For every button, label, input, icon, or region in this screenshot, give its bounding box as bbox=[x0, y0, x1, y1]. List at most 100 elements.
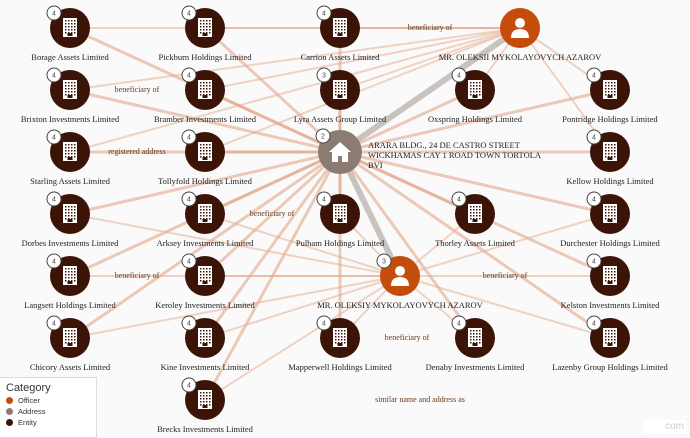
building-icon bbox=[63, 18, 77, 37]
count-badge bbox=[181, 315, 197, 331]
edge-label: beneficiary of bbox=[115, 271, 160, 280]
building-icon bbox=[198, 328, 212, 347]
count-badge-text: 4 bbox=[592, 259, 596, 266]
entity-label[interactable]: Lazenby Group Holdings Limited bbox=[552, 362, 668, 372]
entity-label[interactable]: Bramber Investments Limited bbox=[154, 114, 257, 124]
edge-officer-entity bbox=[399, 213, 611, 277]
edge-officer-entity bbox=[399, 275, 611, 339]
building-icon bbox=[198, 18, 212, 37]
count-badge-text: 4 bbox=[52, 197, 56, 204]
edge-address-entity bbox=[339, 150, 611, 216]
officer-label[interactable]: MR. OLEKSII MYKOLAYOVYCH AZAROV bbox=[439, 52, 602, 62]
count-badge bbox=[315, 128, 331, 144]
edge-officer-address bbox=[338, 25, 522, 155]
count-badge bbox=[181, 67, 197, 83]
count-badge-text: 4 bbox=[457, 321, 461, 328]
edge-address-entity bbox=[203, 150, 342, 278]
legend-label: Address bbox=[18, 407, 46, 416]
entity-label[interactable]: Carrion Assets Limited bbox=[301, 52, 381, 62]
legend-label: Entity bbox=[18, 418, 37, 427]
building-icon bbox=[198, 80, 212, 99]
edge-address-entity bbox=[338, 151, 477, 339]
building-icon bbox=[63, 204, 77, 223]
edge-officer-address bbox=[337, 150, 403, 278]
category-legend: Category Officer Address Entity bbox=[0, 377, 97, 438]
entity-label[interactable]: Pontridge Holdings Limited bbox=[562, 114, 658, 124]
entity-label[interactable]: Arksey Investments Limited bbox=[157, 238, 255, 248]
entity-label[interactable]: Denaby Investments Limited bbox=[426, 362, 525, 372]
count-badge-text: 2 bbox=[321, 134, 325, 141]
count-badge-text: 4 bbox=[457, 73, 461, 80]
count-badge-text: 4 bbox=[457, 197, 461, 204]
entity-label[interactable]: Borage Assets Limited bbox=[31, 52, 109, 62]
building-icon bbox=[198, 142, 212, 161]
officer-label[interactable]: MR. OLEKSIY MYKOLAYOVYCH AZAROV bbox=[317, 300, 483, 310]
count-badge-text: 4 bbox=[187, 259, 191, 266]
entity-label[interactable]: Pickburn Holdings Limited bbox=[158, 52, 252, 62]
entity-label[interactable]: Kellow Holdings Limited bbox=[566, 176, 654, 186]
count-badge-text: 4 bbox=[52, 73, 56, 80]
count-badge-text: 4 bbox=[592, 135, 596, 142]
count-badge-text: 4 bbox=[52, 321, 56, 328]
edge-label: beneficiary of bbox=[250, 209, 295, 218]
entity-label[interactable]: Oxspring Holdings Limited bbox=[428, 114, 523, 124]
entity-label[interactable]: Thorley Assets Limited bbox=[435, 238, 516, 248]
count-badge-text: 3 bbox=[382, 259, 386, 266]
building-icon bbox=[468, 204, 482, 223]
count-badge bbox=[451, 191, 467, 207]
count-badge bbox=[451, 315, 467, 331]
edge-address-entity bbox=[339, 150, 611, 340]
count-badge-text: 4 bbox=[592, 73, 596, 80]
count-badge-text: 4 bbox=[187, 135, 191, 142]
entity-label[interactable]: Dorbes Investments Limited bbox=[22, 238, 120, 248]
entity-label[interactable]: Starling Assets Limited bbox=[30, 176, 111, 186]
building-icon bbox=[63, 142, 77, 161]
entity-label[interactable]: Brixton Investments Limited bbox=[21, 114, 120, 124]
entity-label[interactable]: Kelston Investments Limited bbox=[561, 300, 660, 310]
building-icon bbox=[63, 328, 77, 347]
edge-address-entity bbox=[339, 88, 611, 154]
edge-officer-entity bbox=[69, 27, 521, 91]
edge-address-entity bbox=[69, 150, 341, 340]
entity-swatch bbox=[6, 419, 13, 426]
address-label[interactable]: WICKHAMAS CAY 1 ROAD TOWN TORTOLA bbox=[368, 150, 542, 160]
address-label[interactable]: ARARA BLDG., 24 DE CASTRO STREET bbox=[368, 140, 521, 150]
entity-label[interactable]: Pulham Holdings Limited bbox=[296, 238, 385, 248]
entity-label[interactable]: Chicory Assets Limited bbox=[30, 362, 111, 372]
count-badge-text: 4 bbox=[322, 11, 326, 18]
entity-label[interactable]: Lyra Assets Group Limited bbox=[294, 114, 387, 124]
edges-layer bbox=[69, 25, 611, 401]
count-badge bbox=[376, 253, 392, 269]
count-badge-text: 4 bbox=[592, 321, 596, 328]
edge-officer-entity bbox=[339, 27, 521, 91]
nodes-layer bbox=[50, 8, 630, 420]
entity-label[interactable]: Tollyfold Holdings Limited bbox=[158, 176, 253, 186]
entity-label[interactable]: Kine Investments Limited bbox=[161, 362, 251, 372]
building-icon bbox=[63, 266, 77, 285]
entity-label[interactable]: Langsett Holdings Limited bbox=[24, 300, 116, 310]
legend-item-address: Address bbox=[6, 407, 96, 416]
edge-address-entity bbox=[204, 88, 341, 154]
address-label[interactable]: BVI bbox=[368, 160, 383, 170]
count-badge-text: 4 bbox=[187, 197, 191, 204]
edge-officer-entity bbox=[204, 275, 401, 401]
count-badge bbox=[46, 5, 62, 21]
legend-item-officer: Officer bbox=[6, 396, 96, 405]
entity-label[interactable]: Durchester Holdings Limited bbox=[560, 238, 660, 248]
entity-label[interactable]: Mapperwell Holdings Limited bbox=[288, 362, 392, 372]
count-badge bbox=[46, 315, 62, 331]
count-badge-text: 4 bbox=[322, 197, 326, 204]
building-icon bbox=[603, 204, 617, 223]
entity-label[interactable]: Keroley Investments Limited bbox=[155, 300, 255, 310]
building-icon bbox=[468, 328, 482, 347]
count-badge bbox=[181, 253, 197, 269]
count-badge-text: 4 bbox=[187, 383, 191, 390]
count-badge-text: 4 bbox=[52, 11, 56, 18]
entity-label[interactable]: Brecks Investments Limited bbox=[157, 424, 254, 434]
building-icon bbox=[468, 80, 482, 99]
edge-address-entity bbox=[339, 88, 476, 154]
count-badge bbox=[451, 67, 467, 83]
count-badge bbox=[181, 191, 197, 207]
